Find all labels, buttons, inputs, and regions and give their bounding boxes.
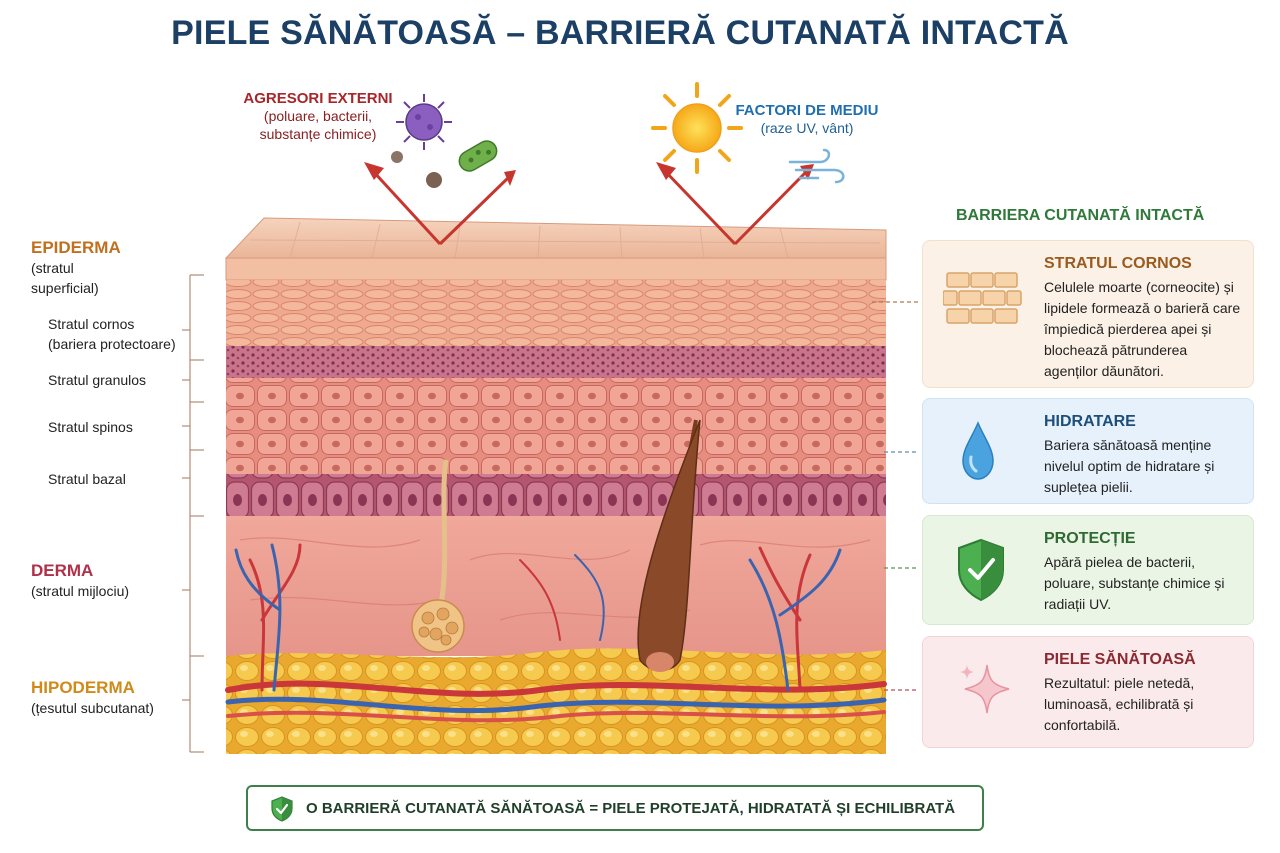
brick-wall-icon	[943, 272, 1022, 324]
stratum-granulosum-label: Stratul granulos	[48, 372, 147, 388]
panel-healthy-skin: PIELE SĂNĂTOASĂ Rezultatul: piele netedă…	[922, 636, 1254, 748]
footer-text: O BARRIERĂ CUTANATĂ SĂNĂTOASĂ = PIELE PR…	[306, 800, 956, 817]
derma-label: DERMA (stratul mijlociu)	[31, 561, 129, 601]
reflection-arrow-right	[662, 168, 808, 246]
shield-check-icon	[271, 796, 293, 822]
panel-title: PROTECȚIE	[1044, 530, 1136, 547]
stratum-basale-label: Stratul bazal	[48, 471, 126, 487]
blood-vessels	[225, 543, 887, 723]
panel-text: Celulele moarte (corneocite) și lipidele…	[1044, 279, 1241, 379]
dermis-layer	[226, 516, 886, 656]
panel-text: Apără pielea de bacterii, poluare, subst…	[1044, 554, 1225, 612]
hair-follicle	[637, 419, 701, 672]
epiderma-sub: superficial)	[31, 280, 99, 296]
layer-label-line: (bariera protectoare)	[48, 336, 176, 352]
panel-protection: PROTECȚIE Apără pielea de bacterii, polu…	[922, 515, 1254, 625]
panel-text: Bariera sănătoasă menține nivelul optim …	[1044, 437, 1215, 495]
footer-banner: O BARRIERĂ CUTANATĂ SĂNĂTOASĂ = PIELE PR…	[246, 785, 984, 831]
environment-factors-label: FACTORI DE MEDIU (raze UV, vânt)	[732, 102, 882, 137]
external-aggressors-label: AGRESORI EXTERNI (poluare, bacterii, sub…	[238, 90, 398, 143]
hipoderma-sub: (țesutul subcutanat)	[31, 700, 154, 716]
hypodermis-layer	[226, 648, 886, 754]
sun-icon	[651, 82, 743, 174]
shield-icon	[958, 538, 1004, 602]
panel-title: HIDRATARE	[1044, 413, 1136, 430]
page-title: PIELE SĂNĂTOASĂ – BARRIERĂ CUTANATĂ INTA…	[171, 14, 1069, 52]
agresori-title: AGRESORI EXTERNI	[243, 90, 393, 107]
factori-line: (raze UV, vânt)	[760, 120, 854, 136]
derma-title: DERMA	[31, 561, 94, 580]
dust-particle-icon	[391, 151, 403, 163]
skin-surface	[224, 217, 887, 259]
stratum-corneum-layer	[226, 280, 886, 346]
layer-label-line: Stratul cornos	[48, 316, 135, 332]
factori-title: FACTORI DE MEDIU	[735, 102, 879, 119]
epiderma-sub: (stratul	[31, 260, 74, 276]
hipoderma-title: HIPODERMA	[31, 678, 135, 697]
epiderma-title: EPIDERMA	[31, 238, 121, 257]
agresori-line: substanțe chimice)	[259, 126, 377, 142]
barrier-heading: BARRIERA CUTANATĂ INTACTĂ	[956, 207, 1205, 224]
virus-icon	[396, 94, 452, 150]
agresori-line: (poluare, bacterii,	[263, 108, 373, 124]
sparkle-icon	[960, 664, 1010, 714]
bacterium-icon	[458, 140, 498, 172]
panel-hydration: HIDRATARE Bariera sănătoasă menține nive…	[922, 398, 1254, 504]
dust-particle-icon	[426, 172, 442, 188]
hipoderma-label: HIPODERMA (țesutul subcutanat)	[31, 678, 154, 718]
stratum-basale-layer	[226, 474, 886, 516]
stratum-granulosum-layer	[226, 346, 886, 378]
panel-title: STRATUL CORNOS	[1044, 255, 1192, 272]
water-drop-icon	[962, 421, 994, 480]
stratum-corneum-label: Stratul cornos (bariera protectoare)	[48, 314, 176, 354]
panel-text: Rezultatul: piele netedă, luminoasă, ech…	[1044, 675, 1195, 733]
epiderma-label: EPIDERMA (stratul superficial)	[31, 238, 121, 298]
panel-stratum-corneum: STRATUL CORNOS Celulele moarte (corneoci…	[922, 240, 1254, 388]
stratum-spinosum-layer	[226, 378, 886, 474]
wind-icon	[788, 148, 845, 184]
derma-sub: (stratul mijlociu)	[31, 583, 130, 599]
panel-title: PIELE SĂNĂTOASĂ	[1044, 651, 1196, 668]
reflection-arrow-left	[370, 168, 510, 246]
stratum-spinosum-label: Stratul spinos	[48, 419, 133, 435]
